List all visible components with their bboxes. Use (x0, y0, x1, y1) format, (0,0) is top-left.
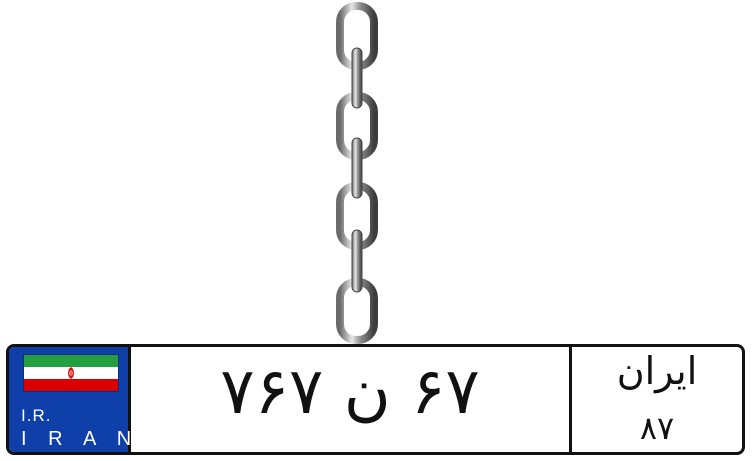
plate-number: ۶۷ ن ۷۶۷ (220, 355, 480, 429)
emblem-icon (68, 367, 74, 379)
province-code: ۸۷ (639, 409, 675, 447)
province-section: ایران ۸۷ (572, 347, 742, 452)
province-label: ایران (616, 349, 698, 393)
plate-number-section: ۶۷ ن ۷۶۷ (131, 347, 572, 452)
iran-flag-icon (23, 354, 119, 392)
license-plate: I.R. I R A N ۶۷ ن ۷۶۷ ایران ۸۷ (6, 344, 745, 455)
chain-icon (336, 2, 378, 344)
country-code-line1: I.R. (21, 406, 52, 425)
country-band: I.R. I R A N (9, 347, 131, 452)
country-code-line2: I R A N (21, 428, 140, 450)
